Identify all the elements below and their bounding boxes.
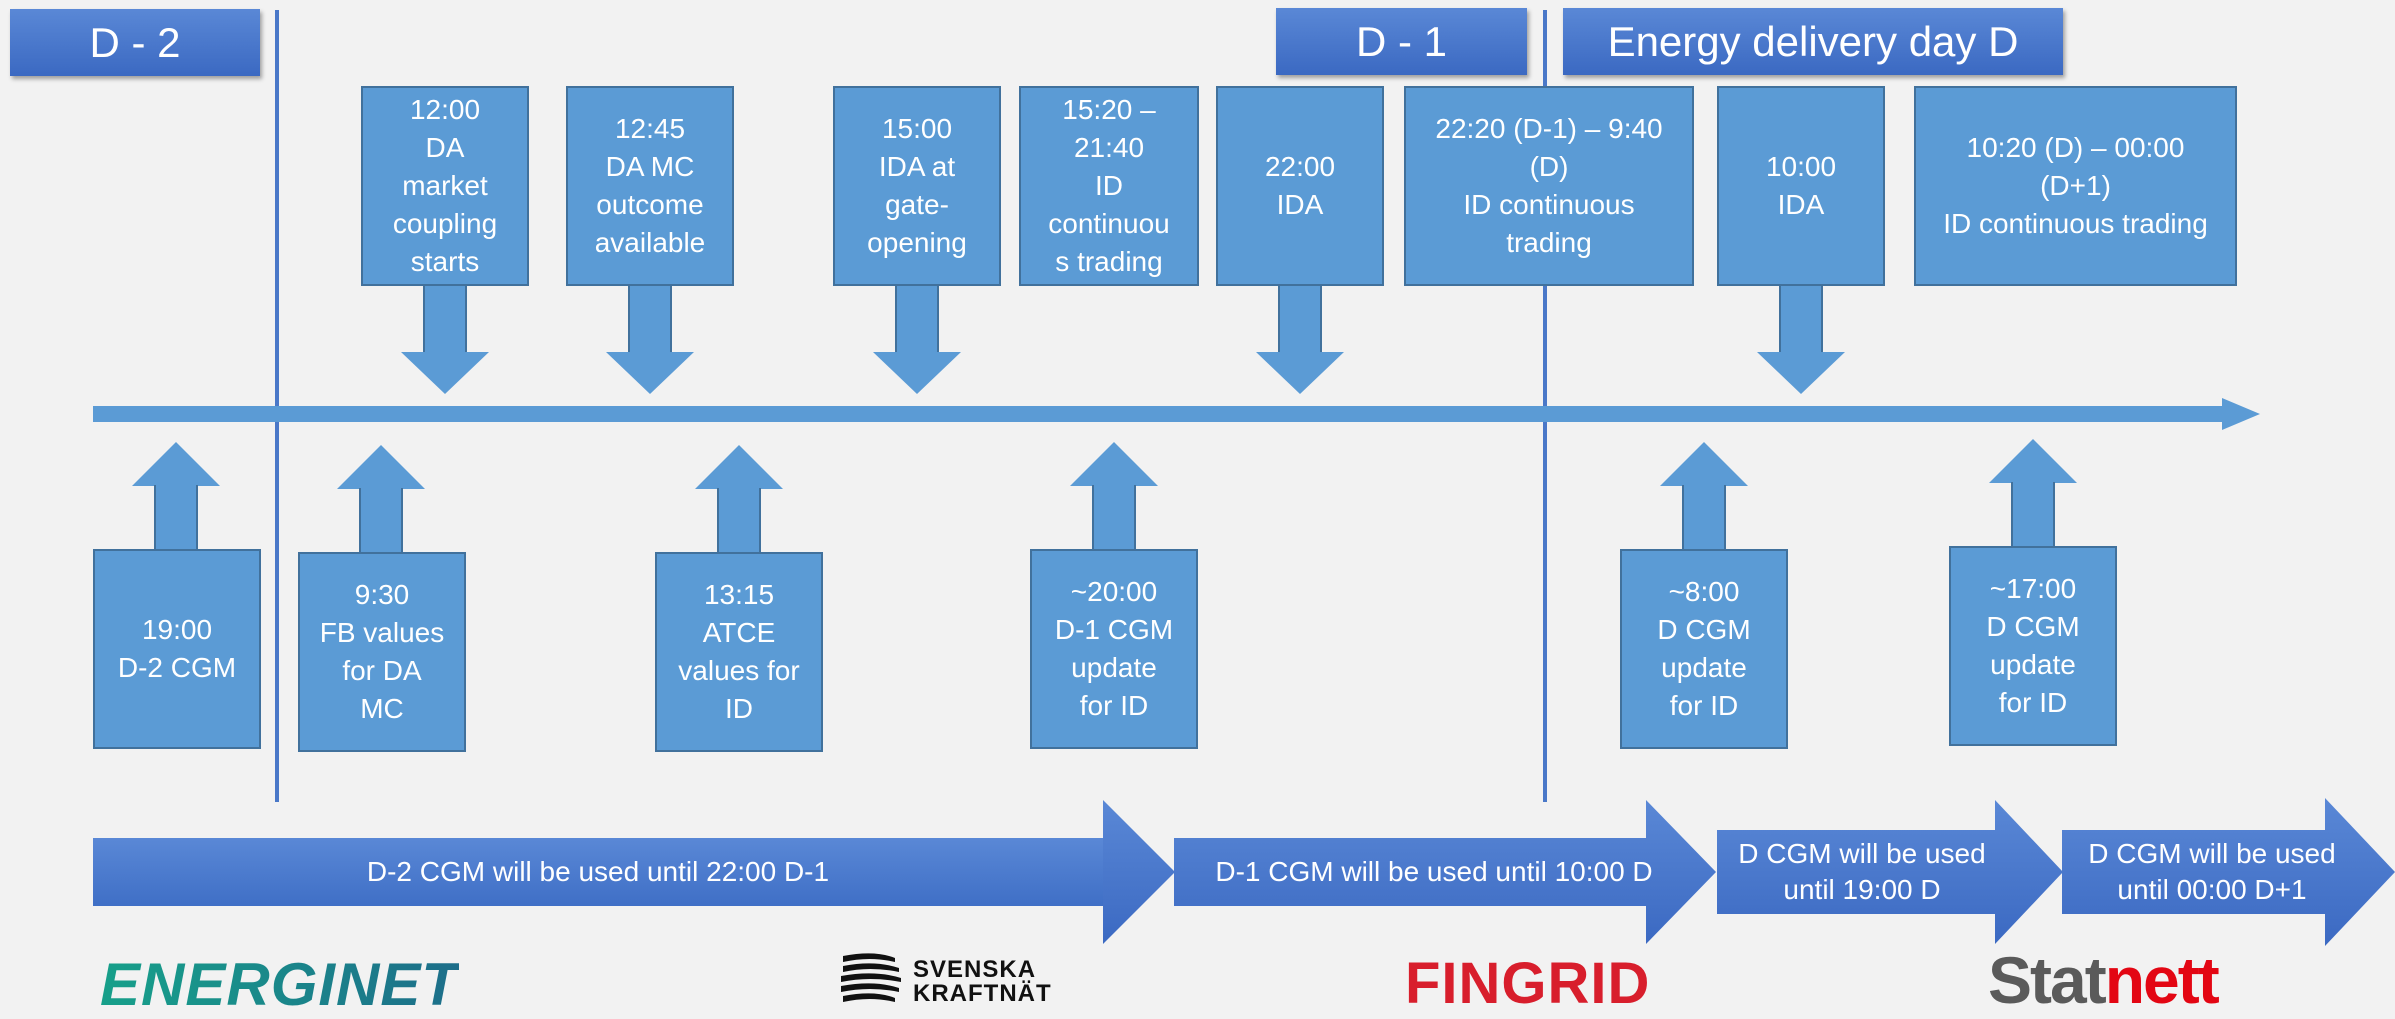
- event-box-bottom-1-text: 19:00 D-2 CGM: [117, 614, 237, 683]
- event-box-top-6-text: 22:20 (D-1) – 9:40 (D) ID continuous tra…: [1435, 113, 1663, 258]
- down-arrow-head: [606, 352, 694, 394]
- up-arrow-head: [1660, 442, 1748, 486]
- down-arrow-stem: [423, 284, 467, 354]
- event-box-top-7: 10:00 IDA: [1717, 86, 1885, 286]
- banner-d-cgm-00-label: D CGM will be used until 00:00 D+1: [2088, 838, 2336, 905]
- header-d-minus-1: D - 1: [1276, 8, 1527, 75]
- event-box-top-4: 15:20 – 21:40 ID continuou s trading: [1019, 86, 1199, 286]
- banner-d1-cgm-label: D-1 CGM will be used until 10:00 D: [1215, 856, 1653, 887]
- timeline-arrowhead: [2222, 398, 2260, 430]
- event-box-bottom-4-text: ~20:00 D-1 CGM update for ID: [1054, 576, 1174, 721]
- down-arrow-stem: [1779, 284, 1823, 354]
- event-box-top-6: 22:20 (D-1) – 9:40 (D) ID continuous tra…: [1404, 86, 1694, 286]
- event-box-top-2-text: 12:45 DA MC outcome available: [594, 113, 706, 258]
- up-arrow-head: [337, 445, 425, 489]
- event-box-top-3: 15:00 IDA at gate- opening: [833, 86, 1001, 286]
- down-arrow-head: [401, 352, 489, 394]
- up-arrow-stem: [717, 488, 761, 554]
- event-box-top-5-text: 22:00 IDA: [1264, 151, 1336, 220]
- down-arrow-head: [1256, 352, 1344, 394]
- event-box-top-1: 12:00 DA market coupling starts: [361, 86, 529, 286]
- timeline-axis: [93, 406, 2223, 422]
- down-arrow-head: [1757, 352, 1845, 394]
- fingrid-logo-text: FINGRID: [1405, 951, 1651, 1016]
- event-box-top-2: 12:45 DA MC outcome available: [566, 86, 734, 286]
- up-arrow-stem: [1682, 485, 1726, 551]
- up-arrow-head: [132, 442, 220, 486]
- energinet-logo: ENERGINET: [100, 950, 459, 1019]
- header-d-minus-2: D - 2: [10, 9, 260, 76]
- up-arrow-stem: [1092, 485, 1136, 551]
- header-d-minus-1-label: D - 1: [1355, 17, 1447, 65]
- event-box-bottom-3: 13:15 ATCE values for ID: [655, 552, 823, 752]
- event-box-bottom-6: ~17:00 D CGM update for ID: [1949, 546, 2117, 746]
- down-arrow-stem: [628, 284, 672, 354]
- banner-d-cgm-19-label: D CGM will be used until 19:00 D: [1738, 838, 1986, 905]
- up-arrow-stem: [154, 485, 198, 551]
- event-box-top-7-text: 10:00 IDA: [1765, 151, 1837, 220]
- event-box-top-8-text: 10:20 (D) – 00:00 (D+1) ID continuous tr…: [1943, 132, 2208, 239]
- event-box-bottom-5: ~8:00 D CGM update for ID: [1620, 549, 1788, 749]
- header-delivery-day-label: Energy delivery day D: [1607, 17, 2019, 65]
- event-box-top-5: 22:00 IDA: [1216, 86, 1384, 286]
- event-box-bottom-5-text: ~8:00 D CGM update for ID: [1657, 576, 1751, 721]
- down-arrow-stem: [1278, 284, 1322, 354]
- event-box-top-1-text: 12:00 DA market coupling starts: [392, 94, 498, 277]
- header-delivery-day: Energy delivery day D: [1563, 8, 2063, 75]
- header-d-minus-2-label: D - 2: [89, 18, 181, 66]
- up-arrow-head: [1070, 442, 1158, 486]
- statnett-logo-nett: nett: [2104, 943, 2220, 1017]
- svenska-kraftnat-emblem: [841, 953, 901, 1002]
- fingrid-logo: FINGRID: [1405, 950, 1650, 1017]
- event-box-bottom-2-text: 9:30 FB values for DA MC: [319, 579, 445, 724]
- event-box-top-3-text: 15:00 IDA at gate- opening: [867, 113, 967, 258]
- event-box-bottom-2: 9:30 FB values for DA MC: [298, 552, 466, 752]
- svenska-kraftnat-logo: SVENSKA KRAFTNÄT: [835, 950, 1051, 1010]
- statnett-logo: Statnett: [1988, 942, 2220, 1018]
- banner-d2-cgm: D-2 CGM will be used until 22:00 D-1: [93, 838, 1103, 906]
- up-arrow-stem: [359, 488, 403, 554]
- event-box-top-4-text: 15:20 – 21:40 ID continuou s trading: [1048, 94, 1170, 277]
- statnett-logo-stat: Stat: [1988, 943, 2107, 1017]
- banner-d2-cgm-label: D-2 CGM will be used until 22:00 D-1: [366, 856, 830, 887]
- up-arrow-head: [1989, 439, 2077, 483]
- energinet-logo-text: ENERGINET: [100, 951, 460, 1018]
- event-box-top-8: 10:20 (D) – 00:00 (D+1) ID continuous tr…: [1914, 86, 2237, 286]
- down-arrow-stem: [895, 284, 939, 354]
- event-box-bottom-3-text: 13:15 ATCE values for ID: [678, 579, 800, 724]
- banner-d-cgm-19: D CGM will be used until 19:00 D: [1717, 830, 2007, 914]
- svenska-kraftnat-line1: SVENSKA: [913, 956, 1037, 983]
- banner-d-cgm-00: D CGM will be used until 00:00 D+1: [2062, 830, 2362, 914]
- event-box-bottom-6-text: ~17:00 D CGM update for ID: [1986, 573, 2080, 718]
- down-arrow-head: [873, 352, 961, 394]
- event-box-bottom-4: ~20:00 D-1 CGM update for ID: [1030, 549, 1198, 749]
- event-box-bottom-1: 19:00 D-2 CGM: [93, 549, 261, 749]
- banner-d1-cgm: D-1 CGM will be used until 10:00 D: [1174, 838, 1694, 906]
- up-arrow-head: [695, 445, 783, 489]
- up-arrow-stem: [2011, 482, 2055, 548]
- svenska-kraftnat-line2: KRAFTNÄT: [913, 980, 1052, 1007]
